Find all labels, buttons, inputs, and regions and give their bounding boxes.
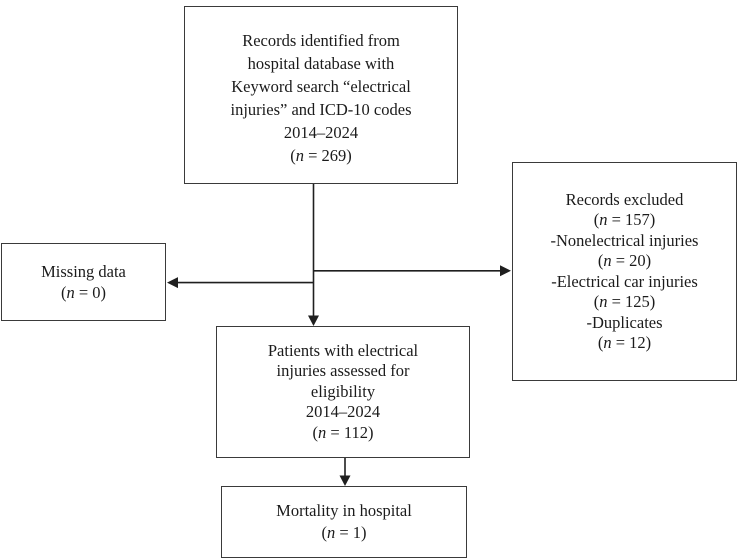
text-line: -Duplicates	[586, 312, 663, 332]
text-line: Patients with electrical	[267, 340, 419, 360]
text-line: injuries assessed for	[276, 361, 410, 381]
text-line: 2014–2024	[305, 402, 381, 422]
text-line: eligibility	[310, 381, 376, 401]
text-line: (n = 112)	[312, 422, 374, 442]
box-records-identified-text: Records identified from hospital database…	[185, 29, 457, 167]
text-line: hospital database with	[247, 54, 395, 73]
text-line: Records identified from	[242, 31, 400, 50]
text-line: Missing data	[41, 261, 126, 281]
box-missing-data: Missing data (n = 0)	[1, 243, 166, 321]
arrow-branch-to-excluded	[313, 265, 511, 277]
text-line: (n = 269)	[290, 146, 352, 165]
text-line: -Nonelectrical injuries	[550, 230, 699, 250]
box-mortality: Mortality in hospital (n = 1)	[221, 486, 467, 558]
arrow-branch-to-missing-data	[167, 277, 314, 289]
text-line: 2014–2024	[283, 123, 359, 142]
box-mortality-text: Mortality in hospital (n = 1)	[222, 500, 466, 544]
text-line: (n = 1)	[321, 523, 367, 542]
box-records-excluded-text: Records excluded(n = 157)-Nonelectrical …	[513, 190, 736, 354]
arrow-identified-to-eligibility	[308, 184, 319, 326]
text-line: Keyword search “electrical	[231, 77, 411, 96]
box-records-identified: Records identified from hospital database…	[184, 6, 458, 184]
text-line: injuries” and ICD-10 codes	[230, 100, 412, 119]
arrow-eligibility-to-mortality	[339, 458, 351, 486]
text-line: (n = 0)	[60, 283, 107, 302]
text-line: (n = 157)	[593, 210, 656, 229]
text-line: Mortality in hospital	[276, 501, 412, 520]
box-records-excluded: Records excluded(n = 157)-Nonelectrical …	[512, 162, 737, 381]
box-missing-data-text: Missing data (n = 0)	[2, 261, 165, 304]
text-line: -Electrical car injuries	[551, 271, 698, 291]
text-line: (n = 125)	[593, 292, 656, 311]
text-line: (n = 20)	[597, 251, 652, 270]
text-line: (n = 12)	[597, 333, 652, 352]
text-line: Records excluded	[565, 189, 684, 209]
